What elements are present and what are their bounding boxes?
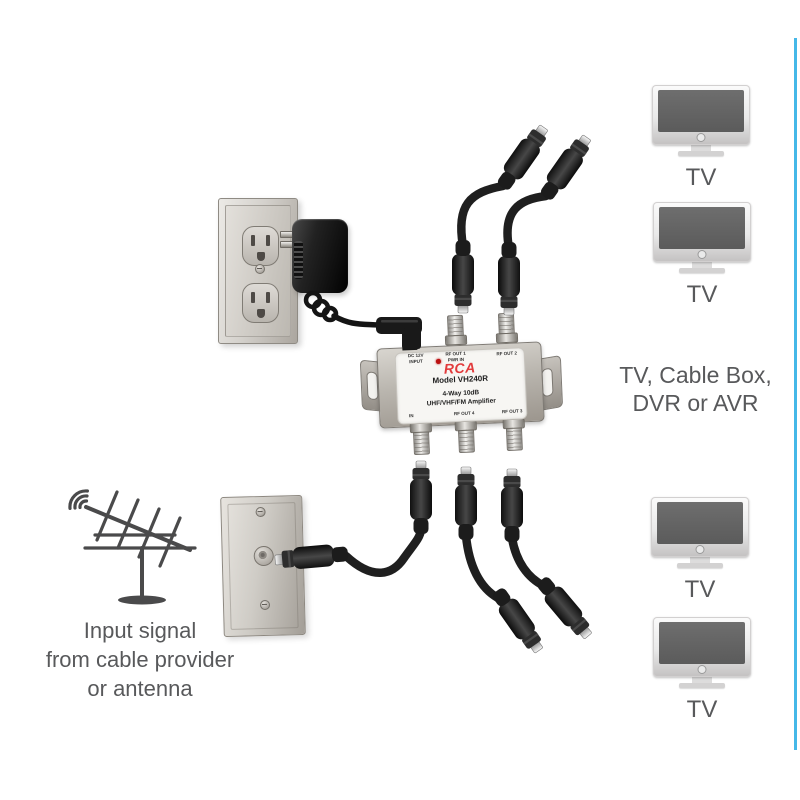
cable-plug: [532, 572, 598, 644]
tv-stand: [692, 262, 712, 268]
port-label-text: RF OUT 4: [453, 410, 475, 417]
input-annotation-line3: or antenna: [87, 676, 193, 702]
antenna-icon: [68, 489, 197, 605]
outputs-annotation-line1: TV, Cable Box,: [619, 362, 772, 388]
cable-plug: [409, 460, 433, 535]
tv-power-button: [695, 545, 705, 554]
power-cord: [303, 290, 381, 328]
wallplate-face: [227, 502, 299, 630]
tv-stand-base: [677, 563, 723, 568]
tv-stand: [691, 145, 711, 151]
tv-screen: [659, 622, 745, 664]
outputs-annotation: TV, Cable Box, DVR or AVR: [593, 362, 798, 417]
tv-label: TV: [686, 281, 718, 308]
outlet-ground-hole: [256, 252, 265, 261]
port-label-text: IN: [408, 413, 414, 419]
outlet-slot: [251, 235, 255, 246]
port-label-text: RF OUT 3: [501, 408, 523, 415]
f-connector-nut: [444, 334, 468, 346]
amplifier-device: DC 12V INPUT RF OUT 1 PWR IN RF OUT 2 IN…: [359, 312, 564, 456]
tv-icon: TV: [652, 202, 752, 309]
input-annotation: Input signal from cable provider or ante…: [25, 616, 255, 703]
outlet-slot: [251, 292, 255, 303]
cable-plug: [451, 239, 475, 314]
adapter-ridges: [294, 241, 303, 279]
tv-label: TV: [684, 576, 716, 603]
tv-frame: [653, 617, 751, 677]
cable-plug: [487, 583, 549, 658]
outlet-ground-hole: [256, 309, 265, 318]
tv-stand-base: [679, 683, 725, 688]
power-adapter-icon: [292, 219, 348, 293]
cable-input: [341, 525, 426, 577]
tv-stand-base: [679, 268, 725, 273]
tv-power-button: [697, 250, 707, 259]
outputs-annotation-line2: DVR or AVR: [632, 389, 759, 416]
tv-icon: TV: [651, 85, 751, 192]
tv-icon: TV: [652, 617, 752, 724]
cable-rf-out-4: [461, 531, 503, 603]
tv-stand: [692, 677, 712, 683]
tv-frame: [653, 202, 751, 262]
tv-icon: TV: [650, 497, 750, 604]
page-edge-accent-line: [794, 38, 797, 750]
power-outlet-icon: [218, 198, 298, 344]
outlet-slot: [266, 235, 270, 246]
dc-power-jack: [401, 337, 418, 351]
tv-frame: [652, 85, 750, 145]
cable-rf-out-1: [457, 181, 508, 251]
cable-plug: [500, 468, 524, 543]
f-connector-nut: [495, 332, 519, 344]
cable-plug: [535, 130, 597, 205]
outlet-slot: [266, 292, 270, 303]
tv-power-button: [696, 133, 706, 142]
tv-stand-base: [678, 151, 724, 156]
cable-plug: [454, 466, 478, 541]
tv-screen: [657, 502, 743, 544]
tv-label: TV: [685, 164, 717, 191]
input-annotation-line2: from cable provider: [45, 647, 235, 673]
tv-label: TV: [686, 696, 718, 723]
cable-plug: [497, 241, 521, 316]
cable-plug: [492, 120, 554, 195]
tv-power-button: [697, 665, 707, 674]
tv-frame: [651, 497, 749, 557]
tv-screen: [658, 90, 744, 132]
cable-rf-out-2: [503, 191, 551, 253]
cable-rf-out-3: [507, 533, 549, 591]
outlet-receptacle-bottom: [242, 283, 279, 323]
input-annotation-line1: Input signal: [83, 618, 197, 643]
port-label-in: IN: [401, 413, 421, 419]
outlet-screw: [255, 264, 265, 274]
tv-screen: [659, 207, 745, 249]
outlet-receptacle-top: [242, 226, 279, 266]
tv-stand: [690, 557, 710, 563]
